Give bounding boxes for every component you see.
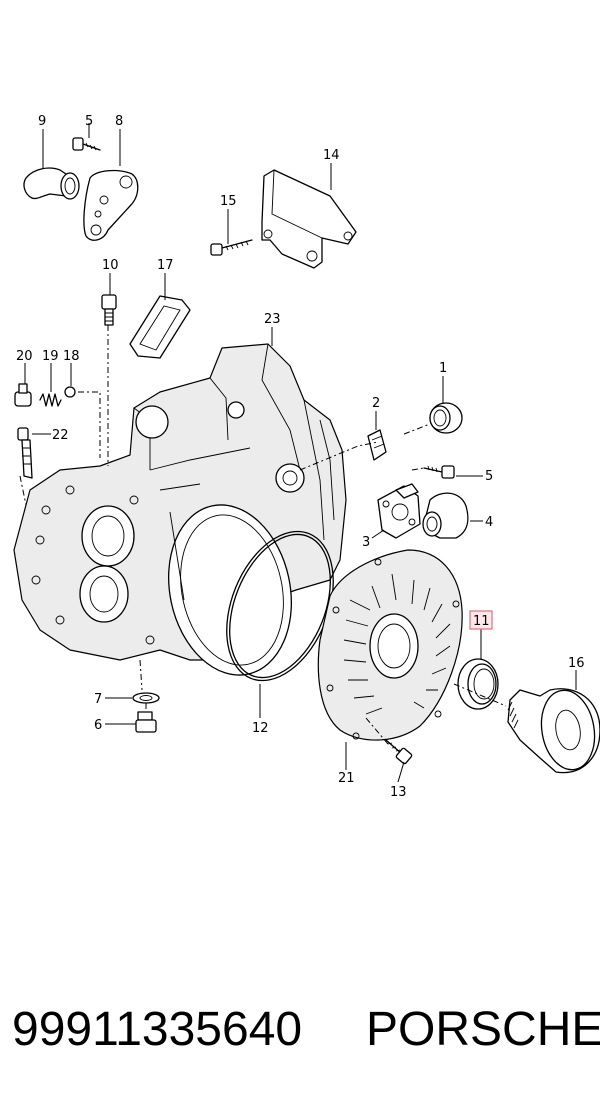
callout-15: 15 — [220, 194, 237, 209]
part-5-bolt-right — [423, 465, 455, 479]
callout-4: 4 — [485, 515, 493, 530]
part-1-seal — [429, 402, 463, 434]
callout-17: 17 — [157, 258, 174, 273]
callout-16: 16 — [568, 656, 585, 671]
callout-11: 11 — [473, 614, 490, 629]
part-15-bolt — [210, 239, 253, 256]
callout-13: 13 — [390, 785, 407, 800]
part-23-gearbox-housing — [13, 343, 347, 676]
callout-10: 10 — [102, 258, 119, 273]
callout-12: 12 — [252, 721, 269, 736]
callout-8: 8 — [115, 114, 123, 129]
part-3-flange — [377, 483, 421, 539]
callout-18: 18 — [63, 349, 80, 364]
callout-21: 21 — [338, 771, 355, 786]
callout-20: 20 — [16, 349, 33, 364]
callout-5-right: 5 — [485, 469, 493, 484]
callout-7: 7 — [94, 692, 102, 707]
assembly-lines — [19, 325, 507, 745]
part-9-elbow-hose — [23, 167, 80, 200]
part-19-spring — [39, 393, 62, 407]
callout-6: 6 — [94, 718, 102, 733]
part-20-plug — [14, 383, 32, 407]
part-17-cover — [129, 295, 191, 359]
callout-23: 23 — [264, 312, 281, 327]
highlight-box-11 — [469, 610, 493, 630]
part-13-bolt — [385, 739, 413, 765]
callout-5-top: 5 — [85, 114, 93, 129]
part-14-plate-bracket — [261, 169, 357, 269]
callout-9: 9 — [38, 114, 46, 129]
callout-22: 22 — [52, 428, 69, 443]
part-number: 99911335640 — [12, 1003, 303, 1056]
part-11-seal — [457, 658, 499, 710]
part-18-ball — [64, 386, 76, 398]
callout-1: 1 — [439, 361, 447, 376]
part-21-cover-plate — [317, 549, 463, 741]
part-16-flange-shaft — [507, 688, 600, 774]
part-8-bracket — [83, 169, 139, 241]
leader-lines — [24, 123, 577, 783]
callout-labels: 9 5 8 14 15 10 17 23 20 19 18 22 1 2 5 4… — [16, 114, 585, 800]
part-4-elbow — [422, 492, 469, 539]
callout-19: 19 — [42, 349, 59, 364]
callout-2: 2 — [372, 396, 380, 411]
part-2-clip — [367, 429, 387, 461]
part-6-drain-plug — [135, 711, 157, 733]
part-10-breather — [101, 294, 117, 326]
callout-14: 14 — [323, 148, 340, 163]
callout-3: 3 — [362, 535, 370, 550]
part-7-washer — [132, 692, 160, 704]
brand-name: PORSCHE — [366, 1003, 600, 1056]
part-5-bolt-top — [72, 137, 101, 151]
part-22-sensor — [17, 427, 33, 479]
